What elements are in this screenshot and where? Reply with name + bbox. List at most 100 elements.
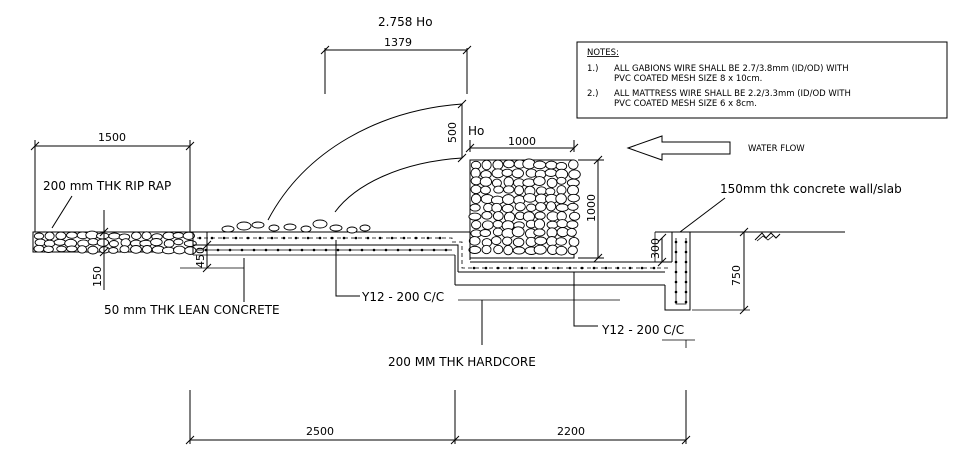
riprap-stone bbox=[66, 231, 78, 239]
rebar-dot bbox=[246, 236, 250, 240]
basin-stone bbox=[359, 224, 371, 232]
riprap-stone bbox=[43, 245, 54, 253]
riprap-stone bbox=[87, 245, 99, 255]
gabion-stone bbox=[568, 159, 579, 170]
riprap-stone bbox=[77, 245, 88, 254]
riprap-thickness-dimension: 150 bbox=[91, 210, 109, 290]
rebar-dot bbox=[684, 250, 688, 254]
water-flow-arrow: WATER FLOW bbox=[626, 135, 805, 161]
ground-hatch bbox=[754, 232, 781, 242]
note-2-line-1: ALL MATTRESS WIRE SHALL BE 2.2/3.3mm (ID… bbox=[614, 89, 851, 99]
jump-dimension: 500 Ho bbox=[446, 99, 484, 163]
riprap-stone bbox=[172, 232, 185, 239]
gabion-stone bbox=[503, 185, 515, 194]
rebar-dot bbox=[402, 236, 406, 240]
base-dimensions: 2500 2200 bbox=[185, 390, 691, 445]
gabion-stone bbox=[566, 220, 579, 229]
rebar-dot bbox=[330, 236, 334, 240]
jet-trajectory bbox=[267, 103, 463, 221]
wall-height-label: 750 bbox=[730, 265, 743, 286]
wall-label: 150mm thk concrete wall/slab bbox=[720, 182, 902, 196]
note-1-number: 1.) bbox=[587, 64, 598, 74]
rebar-dot bbox=[684, 260, 688, 264]
gabion-stone bbox=[468, 245, 482, 254]
gabion-stone bbox=[468, 236, 481, 246]
ratio-label: 2.758 Ho bbox=[378, 15, 433, 29]
gabion-stone bbox=[533, 160, 547, 170]
rebar-dot bbox=[684, 270, 688, 274]
rebar-dot bbox=[390, 236, 394, 240]
gabion-stone bbox=[470, 184, 482, 195]
rebar-dot bbox=[684, 240, 688, 244]
slab-thickness-label: 450 bbox=[194, 247, 207, 268]
basin-slab bbox=[192, 231, 845, 311]
rebar-dot bbox=[324, 248, 328, 252]
rebar-dot bbox=[306, 236, 310, 240]
rebar-dot bbox=[336, 248, 340, 252]
rebar-dot bbox=[544, 266, 548, 270]
gabion-stone bbox=[535, 202, 547, 212]
gabion-stone bbox=[555, 203, 569, 212]
rebar-dot bbox=[420, 248, 424, 252]
gabion-stone bbox=[471, 220, 482, 230]
rebar-right-leader bbox=[573, 272, 598, 327]
rebar-dot bbox=[592, 266, 596, 270]
riprap-stone bbox=[173, 238, 184, 246]
rebar-dot bbox=[282, 236, 286, 240]
gabion-stone bbox=[503, 159, 515, 169]
gabion-stone bbox=[481, 220, 494, 230]
riprap-stone bbox=[66, 245, 78, 253]
gabion-stone bbox=[569, 211, 581, 221]
riprap-stone bbox=[119, 245, 130, 254]
riprap-stone bbox=[33, 232, 45, 240]
rebar-dot bbox=[616, 266, 620, 270]
rebar-dot bbox=[210, 236, 214, 240]
ho-label: Ho bbox=[468, 124, 484, 138]
rebar-dot bbox=[360, 248, 364, 252]
gabion-stone bbox=[491, 202, 503, 213]
gabion-stone bbox=[492, 220, 504, 229]
gabion-stone bbox=[546, 220, 559, 229]
rebar-dot bbox=[396, 248, 400, 252]
gabion-stone bbox=[481, 211, 493, 220]
gabion-stone bbox=[555, 245, 568, 256]
gabion-stone bbox=[568, 169, 581, 180]
gabion-stones bbox=[468, 158, 581, 256]
wall-height-dimension: 750 bbox=[692, 227, 750, 315]
rebar-dot bbox=[342, 236, 346, 240]
rebar-dot bbox=[408, 248, 412, 252]
rebar-dot bbox=[684, 290, 688, 294]
riprap-stone bbox=[130, 245, 142, 254]
gabion-stone bbox=[534, 211, 546, 220]
note-1-line-2: PVC COATED MESH SIZE 8 x 10cm. bbox=[614, 74, 762, 84]
riprap-stone bbox=[173, 245, 186, 255]
jump-label: 500 bbox=[446, 122, 459, 143]
gabion-stone bbox=[481, 159, 492, 171]
rebar-dot bbox=[432, 248, 436, 252]
base-right-label: 2200 bbox=[557, 425, 585, 438]
riprap-stone bbox=[108, 247, 119, 254]
gabion-stone bbox=[511, 226, 525, 238]
riprap-leader bbox=[51, 195, 73, 229]
rebar-dot bbox=[520, 266, 524, 270]
riprap-stone bbox=[108, 240, 119, 248]
riprap-label: 200 mm THK RIP RAP bbox=[43, 179, 171, 193]
hardcore-label: 200 MM THK HARDCORE bbox=[388, 355, 536, 369]
rebar-dot bbox=[312, 248, 316, 252]
riprap-stone bbox=[44, 231, 55, 241]
riprap-stone bbox=[183, 240, 197, 247]
gabion-stone bbox=[533, 244, 547, 255]
gabion-stone bbox=[502, 236, 513, 246]
gabion-stone bbox=[546, 201, 557, 212]
gabion-stone bbox=[523, 193, 537, 203]
rebar-dot bbox=[228, 248, 232, 252]
gabion-stone bbox=[556, 176, 567, 185]
rebar-dot bbox=[674, 270, 678, 274]
rebar-dot bbox=[580, 266, 584, 270]
rebar-dot bbox=[652, 266, 656, 270]
rebar-right-label: Y12 - 200 C/C bbox=[601, 323, 684, 337]
gabion-stone bbox=[567, 193, 580, 203]
rebar-dot bbox=[674, 290, 678, 294]
rebar-dot bbox=[384, 248, 388, 252]
gabion-stone bbox=[492, 211, 504, 221]
